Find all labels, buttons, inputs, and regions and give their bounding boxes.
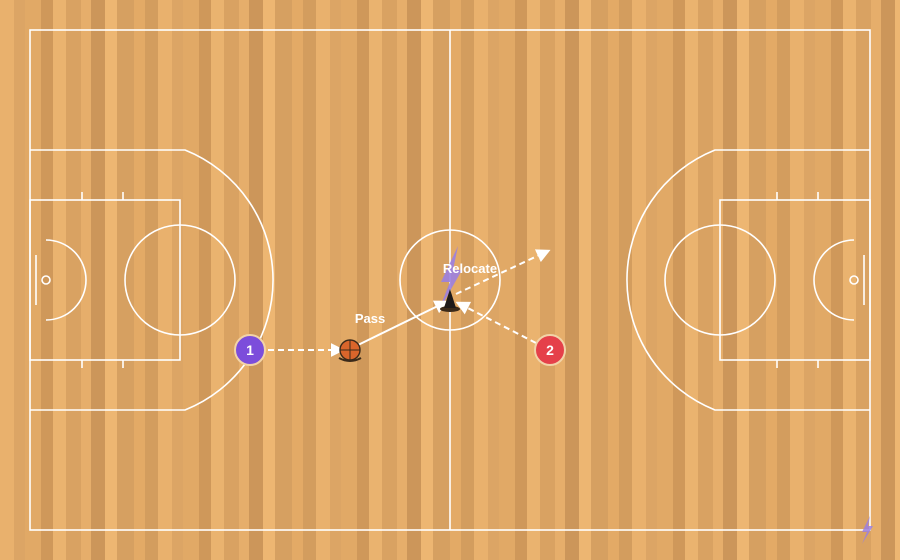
floor-plank — [53, 0, 66, 560]
floor-plank — [369, 0, 382, 560]
floor-plank — [565, 0, 579, 560]
floor-plank — [685, 0, 698, 560]
floor-plank — [382, 0, 397, 560]
relocate-label: Relocate — [443, 261, 497, 276]
left-free-throw-circle — [124, 224, 236, 336]
floor-plank — [540, 0, 555, 560]
floor-plank — [158, 0, 172, 560]
court-lines — [29, 29, 871, 531]
player-2-marker[interactable]: 2 — [534, 334, 566, 366]
floor-plank — [790, 0, 804, 560]
right-key — [719, 199, 871, 361]
floor-plank — [698, 0, 713, 560]
floor-plank — [831, 0, 843, 560]
pass-label: Pass — [355, 311, 385, 326]
floor-plank — [713, 0, 723, 560]
floor-plank — [316, 0, 330, 560]
floor-plank — [619, 0, 632, 560]
floor-plank — [14, 0, 25, 560]
floor-plank — [871, 0, 881, 560]
floor-plank — [407, 0, 421, 560]
floor-plank — [723, 0, 737, 560]
floor-plank — [105, 0, 117, 560]
floor-plank — [172, 0, 183, 560]
left-three-point-line — [30, 149, 274, 411]
floor-plank — [211, 0, 224, 560]
floor-plank — [330, 0, 341, 560]
floor-plank — [275, 0, 292, 560]
player-1-marker[interactable]: 1 — [234, 334, 266, 366]
floor-plank — [579, 0, 591, 560]
floor-plank — [881, 0, 895, 560]
floor-plank — [777, 0, 790, 560]
lightning-icon — [862, 516, 873, 544]
movement-lines — [268, 249, 551, 357]
floor-plank — [263, 0, 275, 560]
floor-plank — [737, 0, 749, 560]
floor-plank — [0, 0, 14, 560]
floor-plank — [292, 0, 303, 560]
floor-plank — [25, 0, 41, 560]
left-rim — [41, 275, 51, 285]
floor-plank — [804, 0, 815, 560]
floor-plank — [433, 0, 450, 560]
basketball-icon — [338, 339, 362, 362]
floor-plank — [134, 0, 145, 560]
floor-plank — [749, 0, 766, 560]
floor-plank — [815, 0, 831, 560]
floor-plank — [608, 0, 619, 560]
lightning-icon — [438, 246, 462, 312]
floor-plank — [632, 0, 646, 560]
pass-arrow — [357, 300, 449, 346]
cut-path — [455, 301, 537, 344]
floor-plank — [766, 0, 777, 560]
floor-plank — [224, 0, 239, 560]
floor-plank — [341, 0, 357, 560]
floor-plank — [499, 0, 515, 560]
center-circle — [399, 229, 501, 331]
floor-plank — [66, 0, 81, 560]
player-1-number: 1 — [246, 342, 254, 358]
floor-plank — [591, 0, 608, 560]
floor-plank — [461, 0, 474, 560]
floor-plank — [646, 0, 657, 560]
floor-plank — [303, 0, 316, 560]
floor-plank — [895, 0, 900, 560]
floor-plank — [673, 0, 685, 560]
floor-plank — [555, 0, 565, 560]
floor-plank — [357, 0, 369, 560]
floor-plank — [41, 0, 53, 560]
floor-plank — [91, 0, 105, 560]
left-restricted-arc — [45, 239, 87, 321]
right-rim — [849, 275, 859, 285]
player-2-number: 2 — [546, 342, 554, 358]
floor-plank — [397, 0, 407, 560]
floor-plank — [249, 0, 263, 560]
floor-plank — [421, 0, 433, 560]
floor-plank — [527, 0, 540, 560]
floor-plank — [239, 0, 249, 560]
floor-plank — [488, 0, 499, 560]
cone-icon — [440, 289, 460, 312]
floor-plank — [183, 0, 199, 560]
right-three-point-line — [626, 149, 870, 411]
floor-plank — [474, 0, 488, 560]
floor-plank — [515, 0, 527, 560]
right-restricted-arc — [813, 239, 855, 321]
floor-plank — [145, 0, 158, 560]
relocate-path — [455, 249, 551, 295]
right-free-throw-circle — [664, 224, 776, 336]
left-key — [29, 199, 181, 361]
floor-plank — [199, 0, 211, 560]
